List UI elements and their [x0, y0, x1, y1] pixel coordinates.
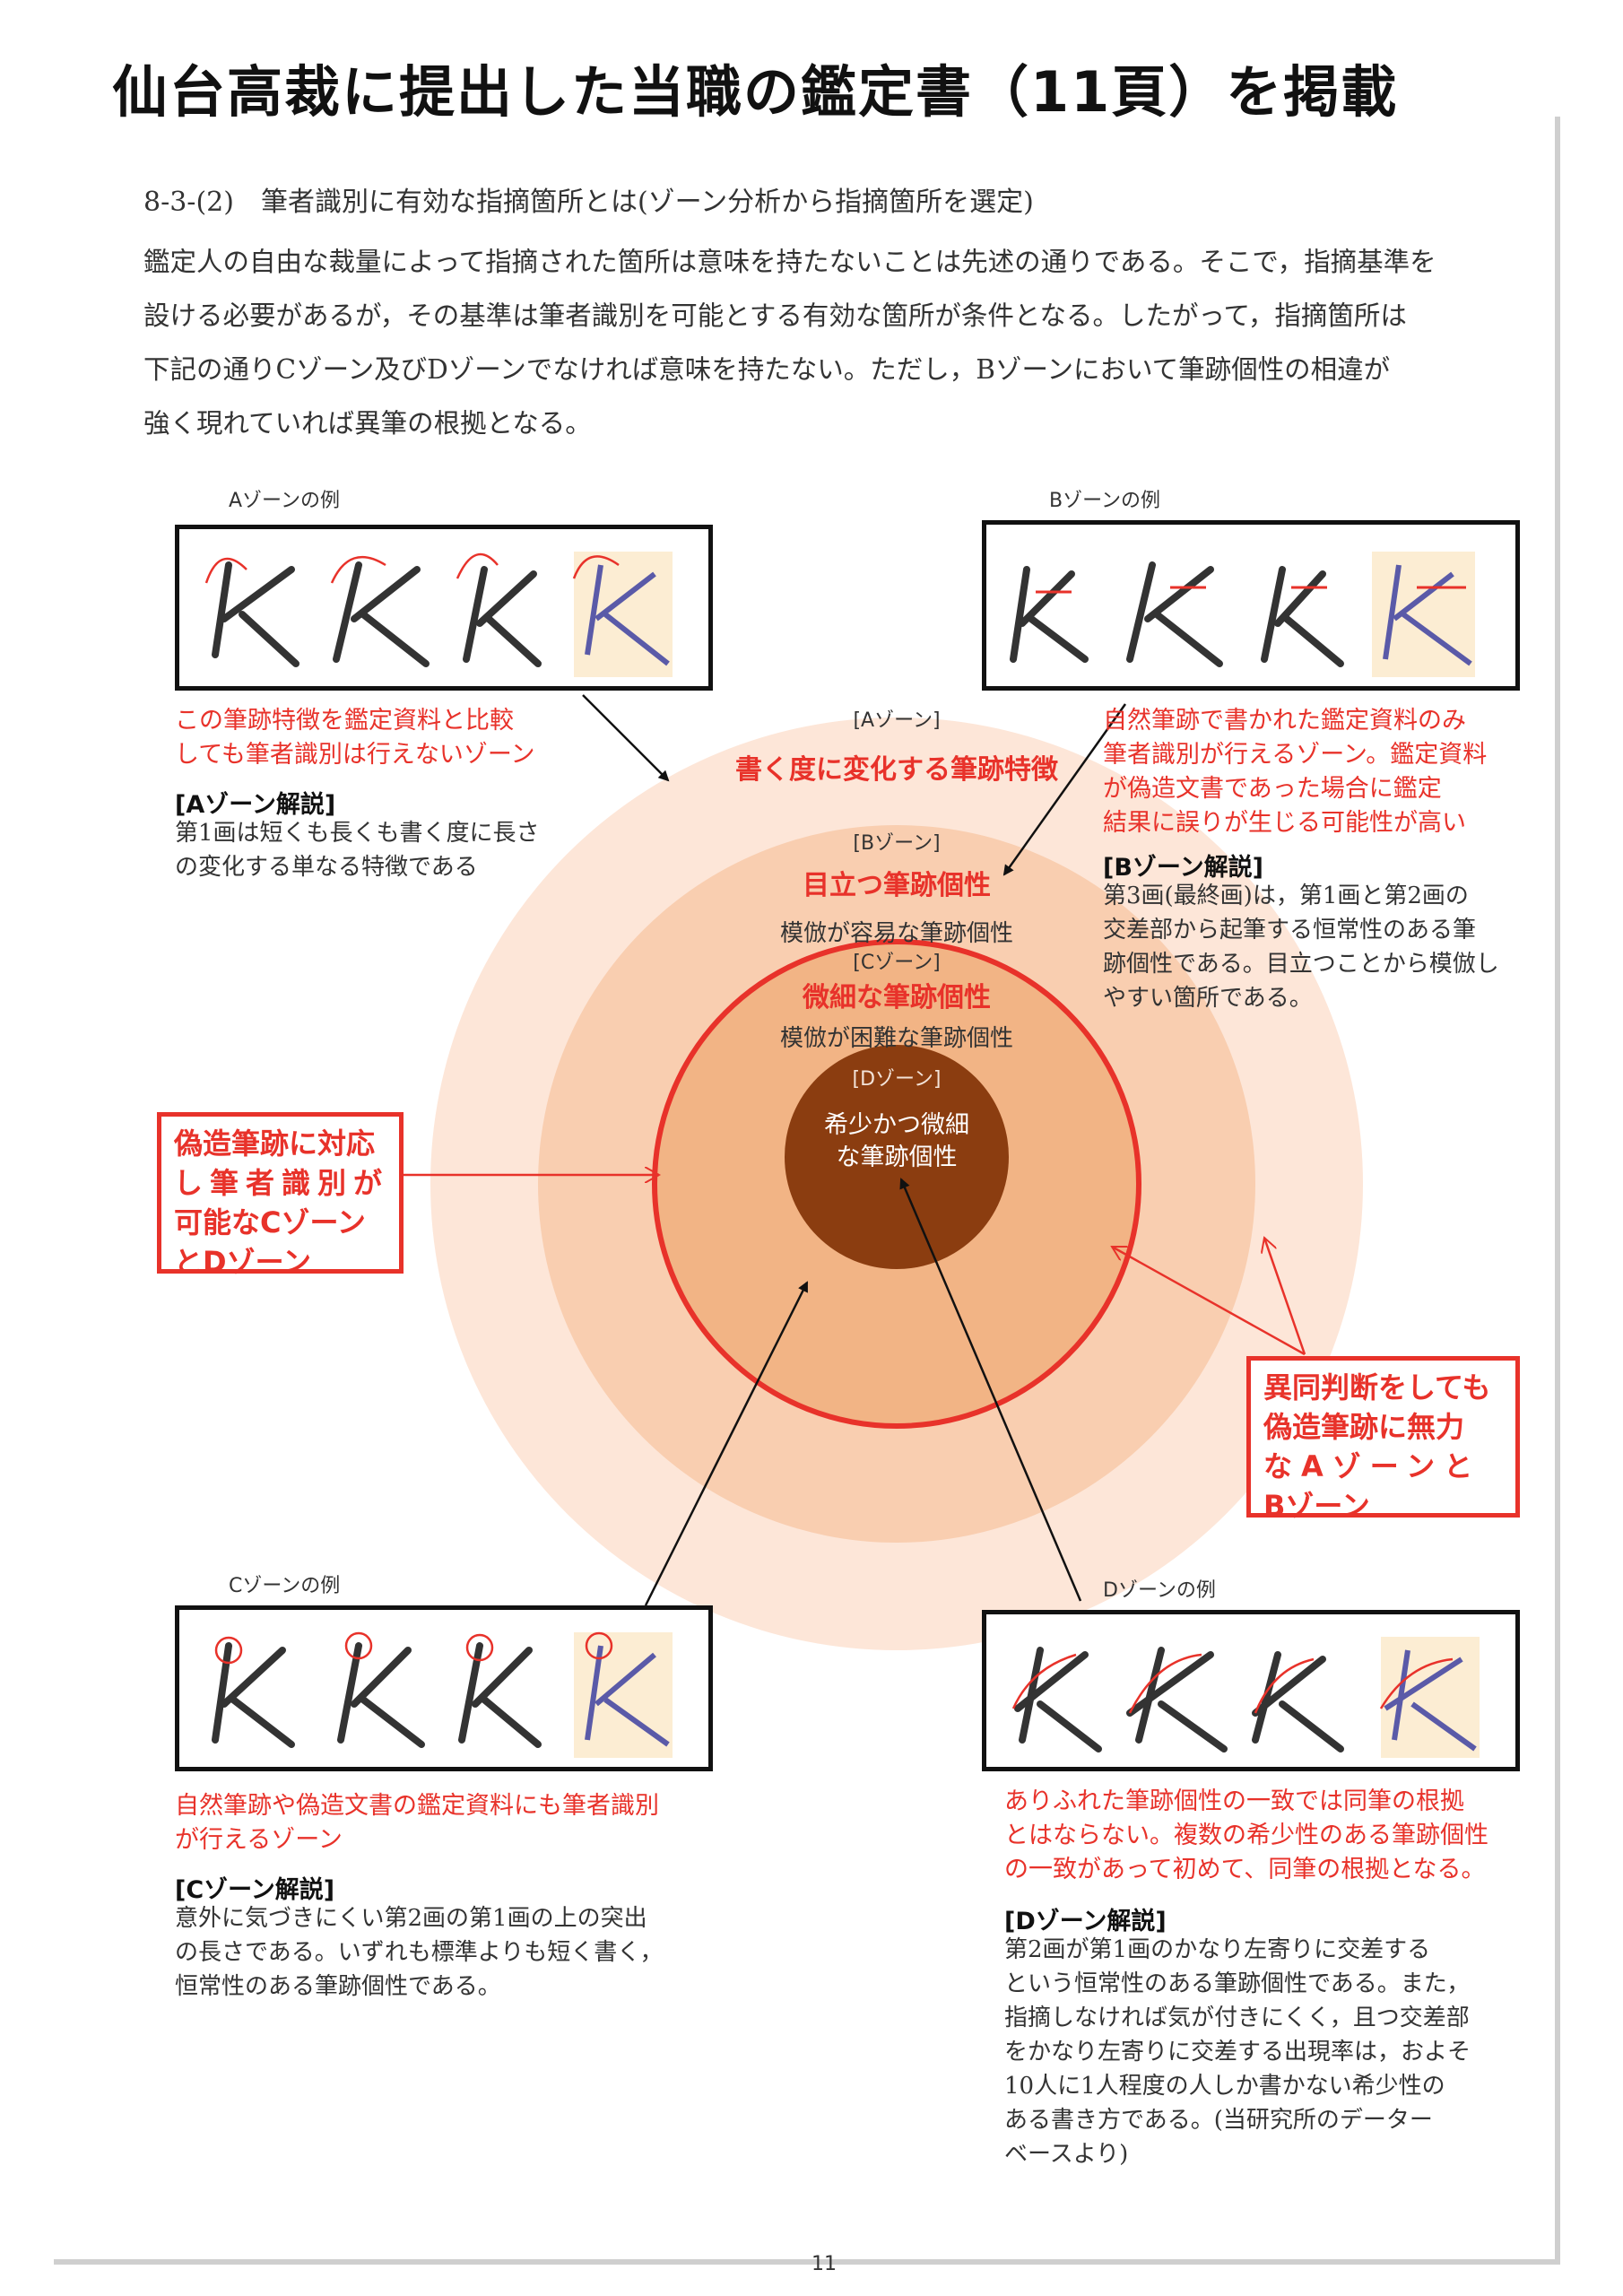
- zone-d-label: [Dゾーン] 希少かつ微細 な筆跡個性: [762, 1063, 1031, 1174]
- example-d-label: Dゾーンの例: [1103, 1579, 1216, 1602]
- zone-a-title: 書く度に変化する筆跡特徴: [735, 754, 1058, 786]
- zone-c-subtitle: 模倣が困難な筆跡個性: [779, 1025, 1013, 1052]
- example-b-label: Bゾーンの例: [1049, 490, 1160, 512]
- handwriting-samples-c: [212, 1631, 673, 1758]
- zone-c-explanation-body: 意外に気づきにくい第2画の第1画の上の突出 の長さである。いずれも標準よりも短く…: [175, 1901, 663, 2004]
- note-line: が偽造文書であった場合に鑑定: [1103, 775, 1442, 803]
- expl-line: をかなり左寄りに交差する出現率は，およそ: [1004, 2039, 1471, 2066]
- example-a-label: Aゾーンの例: [229, 490, 340, 512]
- zone-a-explanation-body: 第1画は短くも長くも書く度に長さ の変化する単なる特徴である: [175, 816, 540, 884]
- zone-b-explanation-body: 第3画(最終画)は，第1画と第2画の 交差部から起筆する恒常性のある筆 跡個性で…: [1103, 879, 1499, 1015]
- expl-line: 跡個性である。目立つことから模倣し: [1103, 951, 1499, 978]
- zone-b-tag: [Bゾーン]: [853, 832, 941, 855]
- expl-line: ある書き方である。(当研究所のデーター: [1004, 2107, 1433, 2134]
- note-line: しても筆者識別は行えないゾーン: [175, 741, 535, 769]
- zone-c-tag: [Cゾーン]: [853, 952, 941, 974]
- expl-line: 恒常性のある筆跡個性である。: [175, 1973, 501, 2000]
- note-line: 結果に誤りが生じる可能性が高い: [1103, 809, 1466, 837]
- zone-d-title-line: な筆跡個性: [836, 1144, 958, 1171]
- intro-paragraph: 鑑定人の自由な裁量によって指摘された箇所は意味を持たないことは先述の通りである。…: [143, 235, 1542, 450]
- callout-line: し筆者識別が: [174, 1166, 390, 1200]
- zone-a-explanation-title: [Aゾーン解説]: [175, 791, 336, 819]
- zone-a-red-note: この筆跡特徴を鑑定資料と比較 しても筆者識別は行えないゾーン: [175, 704, 535, 772]
- callout-line: 可能なCゾーン: [174, 1205, 366, 1239]
- zone-d-core: [785, 1045, 1009, 1269]
- arrow-c: [644, 1281, 809, 1606]
- expl-line: という恒常性のある筆跡個性である。また，: [1004, 1970, 1471, 1997]
- paragraph-line: 鑑定人の自由な裁量によって指摘された箇所は意味を持たないことは先述の通りである。…: [143, 247, 1436, 277]
- expl-line: 第1画は短くも長くも書く度に長さ: [175, 820, 540, 847]
- note-line: とはならない。複数の希少性のある筆跡個性: [1004, 1822, 1488, 1849]
- zone-c-title: 微細な筆跡個性: [803, 982, 991, 1013]
- zone-d-explanation-body: 第2画が第1画のかなり左寄りに交差する という恒常性のある筆跡個性である。また，…: [1004, 1933, 1471, 2171]
- note-line: ありふれた筆跡個性の一致では同筆の根拠: [1004, 1787, 1464, 1815]
- headline: 仙台高裁に提出した当職の鑑定書（11頁）を掲載: [112, 59, 1399, 125]
- expl-line: やすい箇所である。: [1103, 985, 1313, 1012]
- handwriting-samples-b: [1010, 552, 1475, 677]
- expl-line: 第3画(最終画)は，第1画と第2画の: [1103, 883, 1469, 909]
- note-line: 筆者識別が行えるゾーン。鑑定資料: [1103, 741, 1488, 769]
- zone-b-red-note: 自然筆跡で書かれた鑑定資料のみ 筆者識別が行えるゾーン。鑑定資料 が偽造文書であ…: [1103, 704, 1487, 840]
- section-heading: 8-3-(2) 筆者識別に有効な指摘箇所とは(ゾーン分析から指摘箇所を選定): [143, 187, 1034, 218]
- zone-b-explanation-title: [Bゾーン解説]: [1103, 854, 1263, 882]
- expl-line: の変化する単なる特徴である: [175, 854, 478, 881]
- zone-d-tag: [Dゾーン]: [852, 1068, 942, 1091]
- expl-line: 10人に1人程度の人しか書かない希少性の: [1004, 2073, 1445, 2100]
- zone-d-red-note: ありふれた筆跡個性の一致では同筆の根拠 とはならない。複数の希少性のある筆跡個性…: [1004, 1785, 1488, 1887]
- callout-line: 異同判断をしても: [1263, 1370, 1491, 1405]
- expl-line: ベースより): [1004, 2141, 1129, 2168]
- arrow-d: [899, 1178, 1082, 1602]
- note-line: の一致があって初めて、同筆の根拠となる。: [1004, 1856, 1486, 1883]
- right-callout: 異同判断をしても 偽造筆跡に無力 なAゾーンと Bゾーン: [1246, 1356, 1520, 1523]
- zone-a-label: [Aゾーン] 書く度に変化する筆跡特徴: [628, 704, 1166, 787]
- callout-line: とDゾーン: [174, 1245, 311, 1279]
- paragraph-line: 下記の通りCゾーン及びDゾーンでなければ意味を持たない。ただし，Bゾーンにおいて…: [143, 354, 1391, 385]
- callout-line: Bゾーン: [1263, 1489, 1370, 1523]
- example-c-box: [175, 1605, 713, 1771]
- expl-line: 第2画が第1画のかなり左寄りに交差する: [1004, 1936, 1431, 1963]
- expl-line: の長さである。いずれも標準よりも短く書く，: [175, 1939, 664, 1966]
- arrow-right-callout-1: [1112, 1245, 1306, 1356]
- zone-b-label: [Bゾーン] 目立つ筆跡個性 模倣が容易な筆跡個性: [628, 827, 1166, 948]
- paragraph-line: 設ける必要があるが，その基準は筆者識別を可能とする有効な箇所が条件となる。したが…: [143, 300, 1407, 331]
- zone-a-tag: [Aゾーン]: [853, 709, 941, 732]
- expl-line: 意外に気づきにくい第2画の第1画の上の突出: [175, 1905, 647, 1932]
- zone-c-label: [Cゾーン] 微細な筆跡個性 模倣が困難な筆跡個性: [628, 946, 1166, 1053]
- arrow-b: [1002, 703, 1127, 876]
- example-a-box: [175, 525, 713, 691]
- example-b-box: [982, 520, 1520, 691]
- zone-c-red-note: 自然筆跡や偽造文書の鑑定資料にも筆者識別 が行えるゾーン: [175, 1789, 659, 1857]
- callout-line: 偽造筆跡に無力: [1263, 1410, 1465, 1444]
- left-callout: 偽造筆跡に対応 し筆者識別が 可能なCゾーン とDゾーン: [157, 1112, 404, 1279]
- handwriting-samples-d: [1011, 1637, 1480, 1758]
- arrow-right-callout-2: [1264, 1238, 1306, 1355]
- callout-line: 偽造筆跡に対応: [174, 1126, 376, 1161]
- arrow-a: [582, 694, 670, 782]
- expl-line: 交差部から起筆する恒常性のある筆: [1103, 917, 1477, 944]
- note-line: この筆跡特徴を鑑定資料と比較: [175, 707, 514, 735]
- zone-d-title: 希少かつ微細 な筆跡個性: [762, 1109, 1031, 1174]
- zone-c-explanation-title: [Cゾーン解説]: [175, 1876, 335, 1904]
- zone-b-title: 目立つ筆跡個性: [803, 870, 991, 901]
- note-line: 自然筆跡で書かれた鑑定資料のみ: [1103, 707, 1466, 735]
- zone-d-explanation-title: [Dゾーン解説]: [1004, 1908, 1167, 1935]
- note-line: 自然筆跡や偽造文書の鑑定資料にも筆者識別: [175, 1792, 659, 1820]
- example-c-label: Cゾーンの例: [229, 1575, 341, 1597]
- page-frame: [54, 117, 1560, 2265]
- note-line: が行えるゾーン: [175, 1826, 343, 1854]
- expl-line: 指摘しなければ気が付きにくく，且つ交差部: [1004, 2005, 1470, 2031]
- handwriting-samples-a: [204, 552, 673, 677]
- callout-line: なAゾーンと: [1263, 1449, 1482, 1483]
- page-number: 11: [812, 2253, 837, 2275]
- paragraph-line: 強く現れていれば異筆の根拠となる。: [143, 408, 592, 439]
- example-d-box: [982, 1610, 1520, 1771]
- zone-b-subtitle: 模倣が容易な筆跡個性: [779, 920, 1013, 947]
- zone-d-title-line: 希少かつ微細: [824, 1111, 969, 1139]
